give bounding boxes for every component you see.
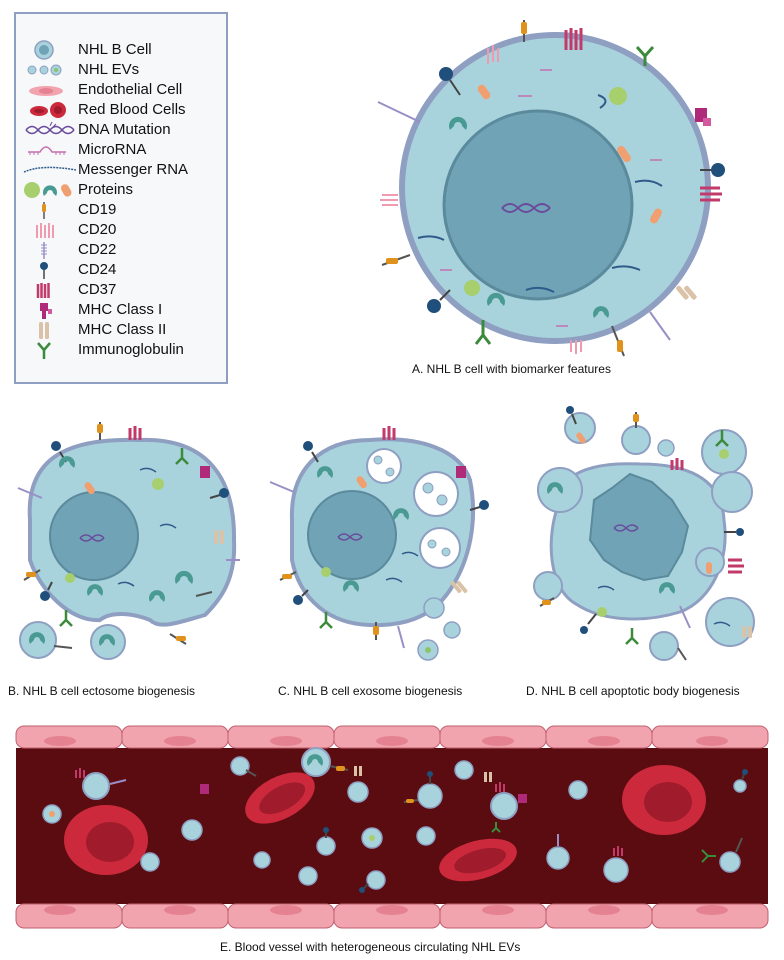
legend-label: NHL EVs [78,61,140,78]
microrna-icon [28,146,66,155]
legend-label: Red Blood Cells [78,101,186,118]
legend-label: CD22 [78,241,117,258]
dna-mutation-icon [501,203,551,213]
panel-d-cell [533,406,755,661]
panel-c-caption: C. NHL B cell exosome biogenesis [278,684,463,698]
legend-item-nhl-evs: NHL EVs [16,60,226,80]
immunoglobulin-icon [37,342,51,359]
legend-label: NHL B Cell [78,41,152,58]
proteins-icon [24,182,72,198]
panel-b-caption: B. NHL B cell ectosome biogenesis [8,684,195,698]
panel-d-caption: D. NHL B cell apoptotic body biogenesis [526,684,740,698]
cd22-icon [41,242,47,259]
legend-label: Immunoglobulin [78,341,184,358]
legend-label: Messenger RNA [78,161,189,178]
panel-e-caption: E. Blood vessel with heterogeneous circu… [220,940,521,954]
legend-item-endothelial-cell: Endothelial Cell [16,80,226,100]
endothelium-bottom [15,903,769,929]
red-blood-cells [64,765,706,882]
legend-label: CD37 [78,281,117,298]
legend-label: CD20 [78,221,117,238]
legend-item-messenger-rna: Messenger RNA [16,160,226,180]
mhc-class-ii-icon [39,322,49,339]
legend: NHL B Cell NHL EVs Endothelial Cell Red … [14,12,228,384]
legend-label: MHC Class I [78,301,163,318]
panel-c-cell [269,426,489,661]
mhc-class-i-icon [40,303,52,319]
cd19-icon [42,202,46,219]
panel-a-caption: A. NHL B cell with biomarker features [412,362,611,376]
legend-item-cd19: CD19 [16,200,226,220]
legend-item-immunoglobulin: Immunoglobulin [16,340,226,360]
panel-b-cell [17,422,240,660]
legend-item-mhc-class-ii: MHC Class II [16,320,226,340]
cd37-icon [36,283,50,298]
nhl-evs-icon [27,64,62,76]
legend-item-microrna: MicroRNA [16,140,226,160]
legend-label: CD19 [78,201,117,218]
panel-e-vessel [15,725,769,929]
legend-label: Proteins [78,181,134,198]
endothelium-top [15,725,769,749]
legend-label: Endothelial Cell [78,81,183,98]
legend-item-nhl-b-cell: NHL B Cell [16,40,226,60]
legend-label: MicroRNA [78,141,147,158]
endothelial-cell-icon [29,86,63,96]
messenger-rna-icon [23,166,77,173]
legend-item-cd24: CD24 [16,260,226,280]
legend-item-cd20: CD20 [16,220,226,240]
legend-item-cd37: CD37 [16,280,226,300]
legend-item-mhc-class-i: MHC Class I [16,300,226,320]
legend-label: DNA Mutation [78,121,171,138]
legend-item-dna-mutation: DNA Mutation [16,120,226,140]
dna-mutation-icon [25,121,75,135]
cd24-icon [40,262,48,279]
panel-a-cell [377,20,725,357]
legend-label: MHC Class II [78,321,167,338]
circulating-evs [42,747,748,893]
legend-label: CD24 [78,261,117,278]
nhl-b-cell-icon [34,40,54,60]
legend-item-red-blood-cells: Red Blood Cells [16,100,226,120]
legend-item-proteins: Proteins [16,180,226,200]
cd20-icon [36,223,54,238]
red-blood-cells-icon [30,102,66,118]
legend-item-cd22: CD22 [16,240,226,260]
